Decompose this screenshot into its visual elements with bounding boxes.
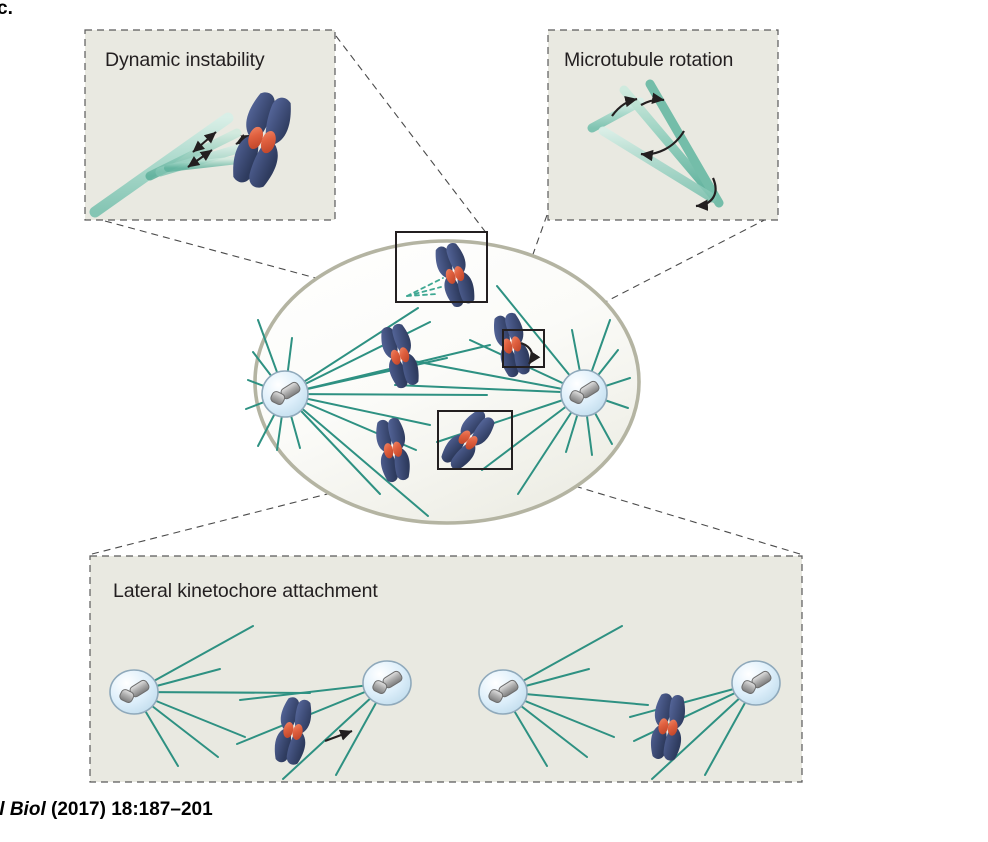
lateral-left-pole-b <box>478 669 528 715</box>
growth-shrink-arrow-2 <box>187 149 213 168</box>
kinetochore-mt <box>284 393 429 517</box>
centriole-b <box>270 391 286 405</box>
panel-lateral-background <box>89 555 803 783</box>
panel-dynamic-instability: Dynamic instability <box>84 29 336 221</box>
panel-dynamic-instability-title: Dynamic instability <box>105 49 265 71</box>
citation-line: ll Biol (2017) 18:187–201 <box>0 799 213 820</box>
rotation-arrow-small-left <box>611 95 638 117</box>
rotation-arrows <box>611 92 717 211</box>
lateral-scene-attaching <box>109 625 412 780</box>
callout-box-lateral-attachment <box>437 410 513 470</box>
kinetochore-mt <box>284 344 491 395</box>
callout-box-dynamic-instability <box>395 231 488 303</box>
kinetochore-right <box>260 130 276 154</box>
chromosome-rotating <box>494 312 530 378</box>
chromosome-lower-left <box>376 417 410 483</box>
growth-shrink-arrow-1 <box>192 131 217 153</box>
lateral-right-pole-b <box>731 660 781 706</box>
kinetochore-mt <box>394 384 585 394</box>
panel-microtubule-rotation-background <box>547 29 779 221</box>
depolymerising-mt-a <box>406 277 444 297</box>
right-spindle-pole <box>560 369 608 417</box>
rotation-arrow-small-right <box>640 92 665 106</box>
lateral-left-pole-a <box>109 669 159 715</box>
mitotic-cell <box>245 231 641 525</box>
callout-box-microtubule-rotation <box>502 329 545 368</box>
lateral-scene-attached <box>478 625 781 780</box>
lateral-chromosome-attaching <box>274 697 312 765</box>
dynamic-instability-chromosome <box>233 92 291 188</box>
left-spindle-pole <box>261 370 309 418</box>
interpolar-mt <box>284 393 488 396</box>
figure-label-fragment: c. <box>0 0 13 19</box>
centriole-b <box>569 390 585 404</box>
lateral-right-pole-a <box>362 660 412 706</box>
chromosome-lateral <box>441 410 495 470</box>
kinetochore-mt <box>284 393 431 426</box>
panel-lateral-kinetochore-attachment: Lateral kinetochore attachment <box>89 555 803 783</box>
microtubule-rot-d <box>598 126 717 203</box>
chromosome-upper-left <box>381 323 419 389</box>
in-cell-rotation-arrow <box>520 341 541 365</box>
chromosome-top-detaching <box>435 242 475 308</box>
kinetochore-left <box>248 126 264 150</box>
lateral-sliding-arrow <box>324 729 353 743</box>
kinetochore-mt <box>284 307 419 395</box>
citation-journal: ll Biol <box>0 799 46 820</box>
microtubule <box>133 691 311 694</box>
rotation-arrow-medium <box>640 130 685 162</box>
panel-microtubule-rotation-title: Microtubule rotation <box>564 49 733 71</box>
microtubule <box>236 682 388 745</box>
depolymerising-mt-b <box>406 286 442 297</box>
leader-line-dynamic-top <box>335 35 488 235</box>
panel-lateral-title: Lateral kinetochore attachment <box>113 580 378 602</box>
kinetochore-mt <box>407 359 585 394</box>
leader-line-lateral-right <box>514 467 801 555</box>
rotation-arrow-pivot <box>695 177 717 211</box>
lateral-chromosome-attached <box>651 693 685 761</box>
depolymerising-mt-c <box>406 293 438 297</box>
citation-detail: (2017) 18:187–201 <box>46 799 213 820</box>
panel-microtubule-rotation: Microtubule rotation <box>547 29 779 221</box>
depolymerising-microtubule <box>406 277 444 297</box>
